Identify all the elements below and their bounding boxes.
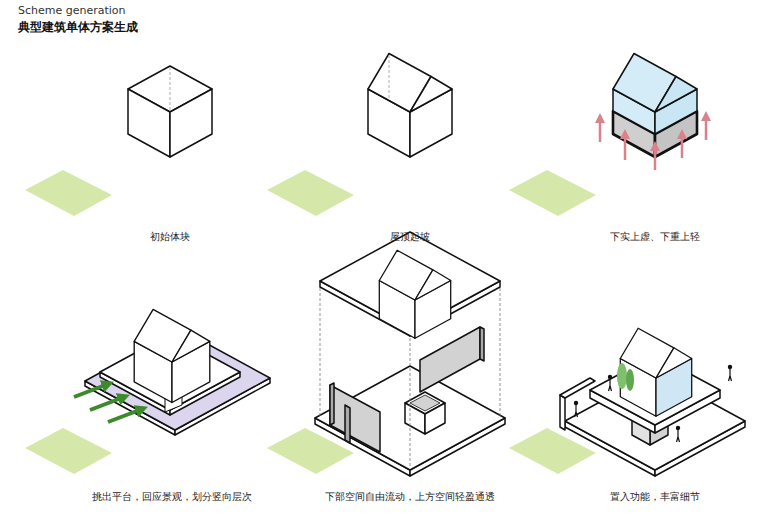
hidden-edge	[389, 55, 390, 100]
lawn-patch	[509, 170, 596, 216]
person-figure	[728, 365, 731, 381]
step-caption: 屋顶起坡	[390, 231, 430, 242]
person-figure	[608, 375, 611, 391]
gable-house	[368, 54, 452, 158]
step-caption: 置入功能，丰富细节	[610, 491, 700, 502]
person-figure	[676, 426, 679, 442]
subtitle: 典型建筑单体方案生成	[18, 20, 138, 34]
step-caption: 挑出平台，回应景观，划分竖向层次	[92, 491, 252, 502]
lawn-patch	[25, 170, 112, 216]
step-caption: 下部空间自由流动，上方空间轻盈通透	[325, 491, 495, 502]
title: Scheme generation	[18, 4, 126, 17]
step-caption: 下实上虚、下重上轻	[610, 231, 700, 242]
ground-layer	[315, 327, 505, 476]
lawn-patch	[25, 428, 112, 474]
view-arrow	[74, 384, 142, 422]
gable-house	[134, 309, 210, 402]
gable-house	[379, 250, 450, 338]
final-house	[620, 328, 691, 416]
cube-mass	[128, 66, 212, 157]
lift-arrow	[600, 116, 706, 170]
hidden-edge	[170, 67, 171, 111]
lawn-patch	[267, 170, 354, 216]
tree	[617, 363, 634, 391]
person-figure	[574, 401, 577, 417]
step-caption: 初始体块	[150, 231, 190, 242]
